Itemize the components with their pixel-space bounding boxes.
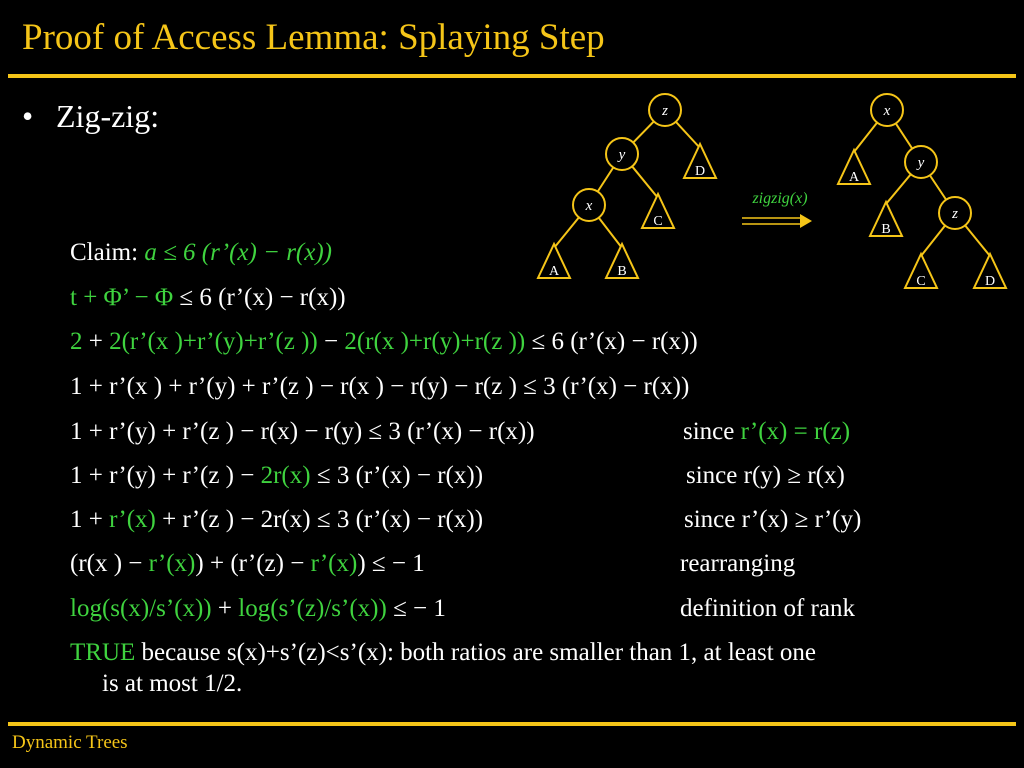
right-node-x: x bbox=[870, 93, 904, 127]
proof-line-8-d: ≤ − 1 bbox=[386, 595, 446, 622]
right-subtree-d-label: D bbox=[985, 274, 995, 289]
right-subtree-c-label: C bbox=[916, 274, 925, 289]
proof-line-6-start: 1 + bbox=[70, 506, 110, 533]
proof-line-2: 2 + 2(r’(x )+r’(y)+r’(z )) − 2(r(x )+r(y… bbox=[70, 327, 698, 357]
proof-line-1: t + Φ’ − Φ ≤ 6 (r’(x) − r(x)) bbox=[70, 283, 346, 313]
proof-line-7-e: ) ≤ − 1 bbox=[357, 550, 425, 577]
left-subtree-c: C bbox=[640, 191, 676, 229]
proof-line-7-c: ) + (r’(z) − bbox=[195, 550, 311, 577]
right-node-y: y bbox=[904, 145, 938, 179]
proof-line-8-note: definition of rank bbox=[680, 595, 855, 622]
left-subtree-b-label: B bbox=[617, 264, 626, 279]
slide-title: Proof of Access Lemma: Splaying Step bbox=[22, 17, 605, 58]
left-subtree-d: D bbox=[682, 141, 718, 179]
proof-line-8: log(s(x)/s’(x)) + log(s’(z)/s’(x)) ≤ − 1 bbox=[70, 594, 446, 624]
right-subtree-c: C bbox=[903, 251, 939, 289]
zigzig-operation-label: zigzig(x) bbox=[751, 190, 807, 207]
right-subtree-b-label: B bbox=[881, 222, 890, 237]
proof-line-5: 1 + r’(y) + r’(z ) − 2r(x) ≤ 3 (r’(x) − … bbox=[70, 461, 483, 491]
splay-diagram: z y x D C A B zigzig(x) x y z A B C D bbox=[536, 93, 1008, 289]
proof-line-8-a: log(s(x)/s’(x)) bbox=[70, 595, 212, 622]
claim-line: Claim: a ≤ 6 (r’(x) − r(x)) bbox=[70, 238, 332, 268]
proof-line-6-green: r’(x) bbox=[109, 506, 156, 533]
proof-line-3: 1 + r’(x ) + r’(y) + r’(z ) − r(x ) − r(… bbox=[70, 373, 690, 400]
left-subtree-b: B bbox=[604, 241, 640, 279]
left-subtree-a-label: A bbox=[549, 264, 560, 279]
rank-equality: r’(x) = r(z) bbox=[740, 418, 851, 445]
amortized-cost-term: t + Φ’ − Φ bbox=[70, 284, 174, 311]
proof-line-9: TRUE because s(x)+s’(z)<s’(x): both rati… bbox=[70, 638, 816, 668]
bullet-zigzig: •Zig-zig: bbox=[22, 98, 160, 134]
right-node-x-label: x bbox=[883, 103, 891, 119]
new-potential-term: 2(r’(x )+r’(y)+r’(z )) bbox=[109, 328, 318, 355]
minus-sign: − bbox=[317, 328, 345, 355]
proof-line-6-note: since r’(x) ≥ r’(y) bbox=[684, 506, 862, 533]
left-node-x-label: x bbox=[585, 198, 593, 214]
right-subtree-b: B bbox=[868, 199, 904, 237]
proof-line-2-rest: ≤ 6 (r’(x) − r(x)) bbox=[525, 328, 698, 355]
left-subtree-d-label: D bbox=[695, 164, 705, 179]
plus-sign: + bbox=[82, 328, 110, 355]
proof-line-8-c: log(s’(z)/s’(x)) bbox=[238, 595, 387, 622]
right-subtree-a-label: A bbox=[849, 170, 860, 185]
bullet-text: Zig-zig: bbox=[56, 98, 160, 134]
title-divider bbox=[8, 74, 1016, 78]
left-node-z-label: z bbox=[661, 103, 668, 119]
right-subtree-a: A bbox=[836, 147, 872, 185]
claim-expression: a ≤ 6 (r’(x) − r(x)) bbox=[144, 239, 333, 266]
proof-line-7-note: rearranging bbox=[680, 550, 796, 577]
left-node-y-label: y bbox=[617, 147, 626, 163]
double-arrow-icon bbox=[742, 214, 812, 228]
proof-line-4-note: since r’(x) = r(z) bbox=[683, 417, 850, 447]
proof-line-7-b: r’(x) bbox=[148, 550, 196, 577]
actual-cost-term: 2 bbox=[70, 328, 83, 355]
proof-line-9-text: because s(x)+s’(z)<s’(x): both ratios ar… bbox=[135, 639, 817, 666]
left-subtree-a: A bbox=[536, 241, 572, 279]
proof-line-6-end: + r’(z ) − 2r(x) ≤ 3 (r’(x) − r(x)) bbox=[155, 506, 484, 533]
right-subtree-d: D bbox=[972, 251, 1008, 289]
proof-line-1-rest: ≤ 6 (r’(x) − r(x)) bbox=[173, 284, 346, 311]
left-node-z: z bbox=[648, 93, 682, 127]
right-node-z: z bbox=[938, 196, 972, 230]
right-node-z-label: z bbox=[951, 206, 958, 222]
since-label: since bbox=[683, 418, 741, 445]
left-node-x: x bbox=[572, 188, 606, 222]
old-potential-term: 2(r(x )+r(y)+r(z )) bbox=[344, 328, 526, 355]
proof-line-7-a: (r(x ) − bbox=[70, 550, 149, 577]
proof-line-8-b: + bbox=[211, 595, 239, 622]
proof-line-6: 1 + r’(x) + r’(z ) − 2r(x) ≤ 3 (r’(x) − … bbox=[70, 505, 483, 535]
left-node-y: y bbox=[605, 137, 639, 171]
proof-line-7: (r(x ) − r’(x)) + (r’(z) − r’(x)) ≤ − 1 bbox=[70, 549, 425, 579]
proof-line-7-d: r’(x) bbox=[310, 550, 358, 577]
proof-line-5-start: 1 + r’(y) + r’(z ) − bbox=[70, 462, 261, 489]
true-label: TRUE bbox=[70, 639, 136, 666]
proof-line-9-continuation: is at most 1/2. bbox=[102, 670, 243, 697]
claim-label: Claim: bbox=[70, 239, 145, 266]
proof-line-5-note: since r(y) ≥ r(x) bbox=[686, 462, 845, 489]
left-subtree-c-label: C bbox=[653, 214, 662, 229]
right-node-y-label: y bbox=[916, 155, 925, 171]
footer-divider bbox=[8, 722, 1016, 726]
proof-line-5-green: 2r(x) bbox=[260, 462, 311, 489]
proof-line-4: 1 + r’(y) + r’(z ) − r(x) − r(y) ≤ 3 (r’… bbox=[70, 418, 535, 445]
footer-text: Dynamic Trees bbox=[12, 732, 128, 753]
proof-line-5-end: ≤ 3 (r’(x) − r(x)) bbox=[310, 462, 484, 489]
